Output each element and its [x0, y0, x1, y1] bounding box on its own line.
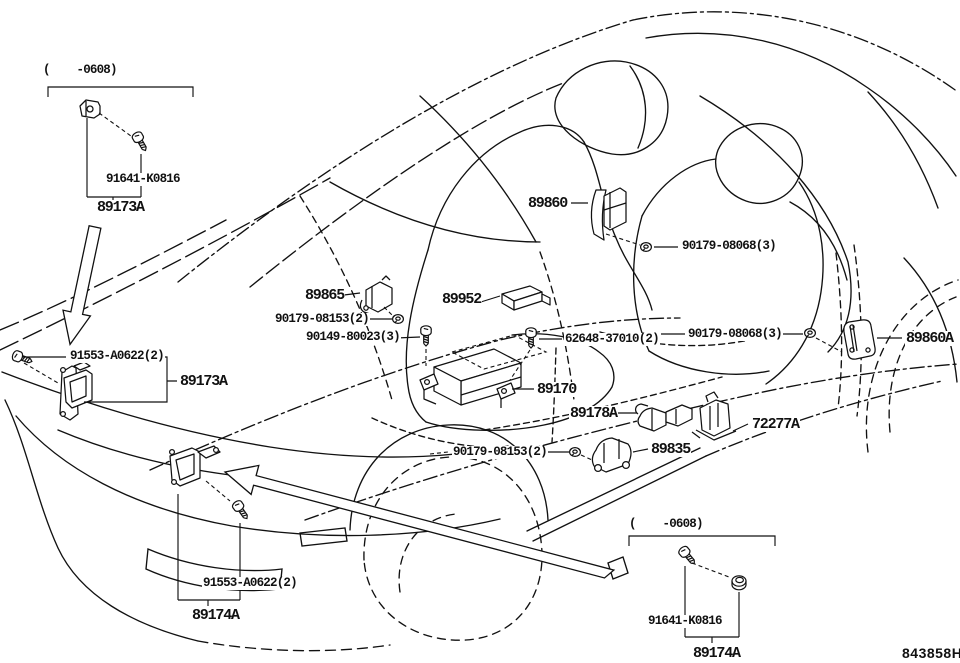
- part-icon-89860-seat: [590, 187, 627, 241]
- label-bolt-91641-br: 91641-K0816: [647, 614, 723, 628]
- label-bolt-91553-front: 91553-A0622(2): [69, 349, 165, 363]
- part-icon-89835: [591, 437, 632, 473]
- label-89865: 89865: [304, 287, 345, 304]
- label-range-tl: ( -0608): [42, 63, 118, 77]
- part-icon-89178a: [634, 403, 693, 432]
- part-icon-89173a-front: [59, 361, 93, 421]
- label-bolt-90149: 90149-80023(3): [305, 330, 401, 344]
- label-nut-90179-side: 90179-08153(2): [274, 312, 370, 326]
- label-bolt-62648: 62648-37010(2): [564, 332, 660, 346]
- label-89835: 89835: [650, 441, 691, 458]
- part-icon-89952: [501, 285, 551, 311]
- part-icon-72277a: [691, 391, 737, 441]
- label-range-br: ( -0608): [628, 517, 704, 531]
- bolt-icon: [10, 349, 35, 367]
- label-89173a-front: 89173A: [179, 373, 228, 390]
- part-icon-89174a: [168, 445, 221, 487]
- label-89178a: 89178A: [569, 405, 618, 422]
- label-89952: 89952: [441, 291, 482, 308]
- label-89860: 89860: [527, 195, 568, 212]
- label-89170: 89170: [536, 381, 577, 398]
- bolt-icon: [525, 327, 537, 349]
- bolt-icon: [130, 129, 151, 154]
- label-nut-90179-rocker: 90179-08153(2): [452, 445, 548, 459]
- bolt-icon: [230, 498, 252, 523]
- label-bolt-91641-tl: 91641-K0816: [105, 172, 181, 186]
- assembly-dash-lines: [23, 112, 843, 578]
- part-icon-clamp-tl: [79, 99, 101, 119]
- nut-icon: [639, 242, 653, 252]
- part-icon-89170-ecu: [419, 348, 522, 408]
- diagram-reference-code: 843858H: [902, 645, 960, 661]
- label-72277a: 72277A: [751, 416, 800, 433]
- grommet-icon: [731, 575, 747, 591]
- car-body-outline: [0, 11, 959, 652]
- label-89174a-bl: 89174A: [191, 607, 240, 624]
- bolt-icon: [420, 325, 432, 347]
- part-icon-89860a-quarter: [843, 319, 876, 360]
- label-nut-90179-quarter: 90179-08068(3): [687, 327, 783, 341]
- nut-icon: [392, 314, 404, 324]
- label-89173a-tl: 89173A: [96, 199, 145, 216]
- nut-icon: [803, 328, 817, 338]
- label-89174a-br: 89174A: [692, 645, 741, 662]
- label-89860a: 89860A: [905, 330, 954, 347]
- part-icon-89865: [359, 275, 393, 315]
- label-bolt-91553-lower: 91553-A0622(2): [202, 576, 298, 590]
- hood-pointer-arrow: [62, 224, 102, 346]
- bumper-pointer-arrow: [223, 464, 616, 579]
- label-nut-90179-seat: 90179-08068(3): [681, 239, 777, 253]
- nut-icon: [568, 447, 582, 457]
